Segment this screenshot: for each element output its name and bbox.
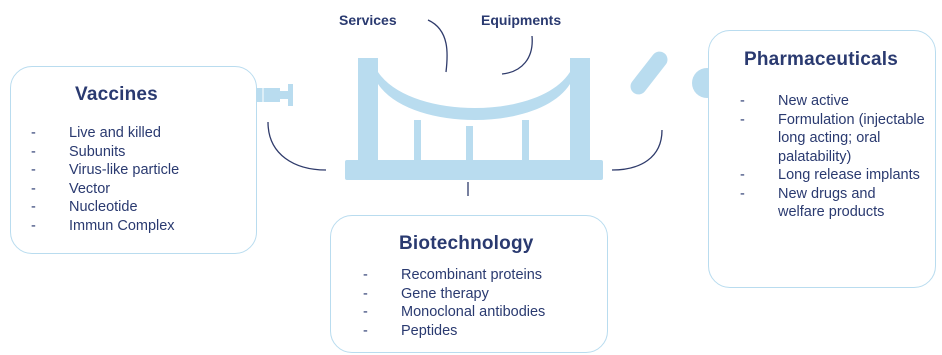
list-item: Long release implants <box>740 166 925 185</box>
biotechnology-title: Biotechnology <box>399 233 534 254</box>
connector-equipments <box>501 35 533 75</box>
list-item: Immun Complex <box>31 217 179 236</box>
biotechnology-list: Recombinant proteins Gene therapy Monocl… <box>363 266 545 340</box>
list-item: Virus-like particle <box>31 161 179 180</box>
list-item: Live and killed <box>31 124 179 143</box>
bridge-icon <box>345 58 603 180</box>
list-item: Recombinant proteins <box>363 266 545 285</box>
list-item: Vector <box>31 180 179 199</box>
vaccines-title: Vaccines <box>75 84 158 105</box>
connector-services <box>427 19 448 73</box>
biotechnology-card: Biotechnology Recombinant proteins Gene … <box>330 215 608 353</box>
services-label: Services <box>339 12 397 28</box>
list-item: Nucleotide <box>31 198 179 217</box>
pharmaceuticals-card: Pharmaceuticals New active Formulation (… <box>708 30 936 288</box>
list-item: Peptides <box>363 322 545 341</box>
list-item: Gene therapy <box>363 285 545 304</box>
connector-pharmaceuticals <box>611 129 663 171</box>
list-item: Monoclonal antibodies <box>363 303 545 322</box>
equipments-label: Equipments <box>481 12 562 28</box>
vaccines-card: Vaccines Live and killed Subunits Virus-… <box>10 66 257 254</box>
vaccines-list: Live and killed Subunits Virus-like part… <box>31 124 179 235</box>
pharmaceuticals-list: New active Formulation (injectable long … <box>740 92 925 222</box>
list-item: New drugs and welfare products <box>740 185 925 222</box>
list-item: New active <box>740 92 925 111</box>
list-item: Formulation (injectable long acting; ora… <box>740 111 925 167</box>
connector-vaccines <box>267 121 327 171</box>
pharmaceuticals-title: Pharmaceuticals <box>744 49 899 70</box>
list-item: Subunits <box>31 143 179 162</box>
